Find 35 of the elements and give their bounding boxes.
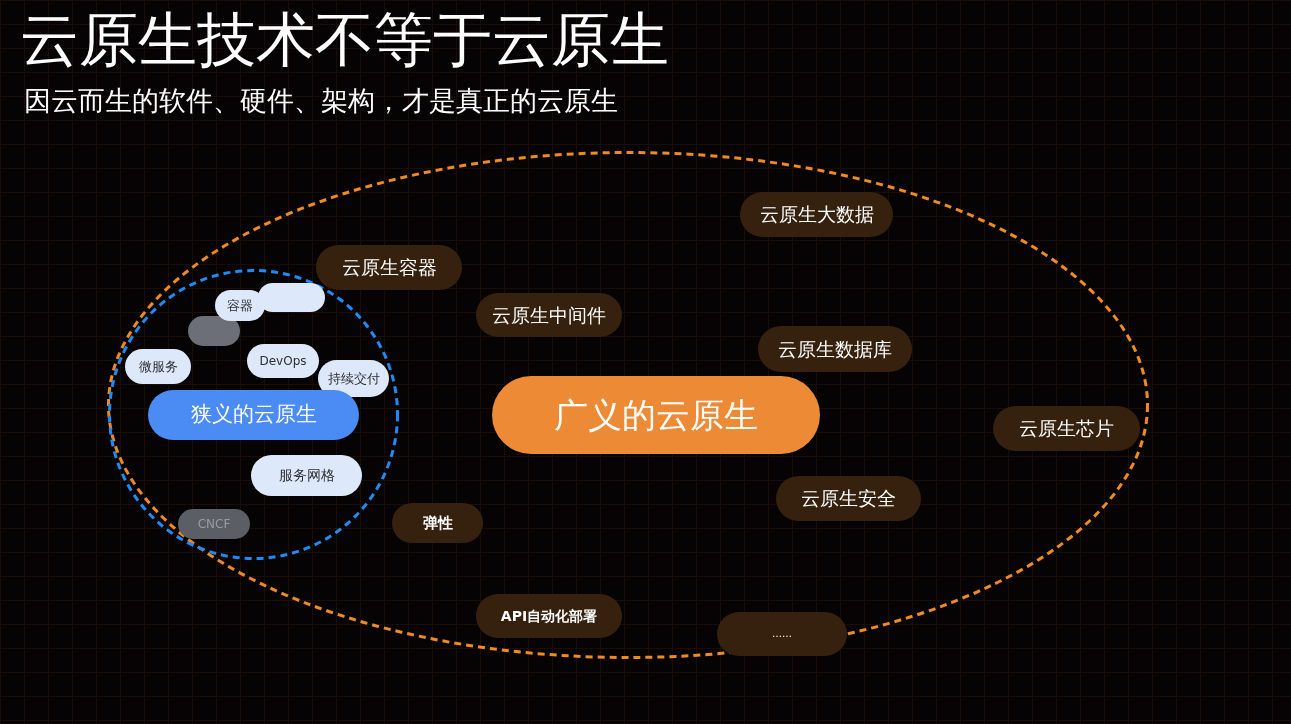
pill-label: 云原生大数据: [759, 203, 874, 226]
pill-label: 云原生容器: [341, 256, 437, 279]
topic-pill: [476, 594, 622, 638]
tag-pill: [178, 509, 250, 539]
pill-label: 云原生数据库: [778, 337, 892, 361]
pill-label: 狭义的云原生: [190, 402, 317, 428]
topic-pill: [776, 476, 921, 521]
slide-title: 云原生技术不等于云原生: [20, 6, 669, 74]
pill-label: 服务网格: [278, 467, 335, 484]
topic-pill: [993, 406, 1140, 451]
topic-pill: [476, 293, 622, 337]
pill-label: DevOps: [259, 353, 307, 369]
topic-pill: [740, 192, 893, 237]
pill-label: ……: [772, 628, 792, 640]
topic-pill: [717, 612, 847, 656]
slide-subtitle: 因云而生的软件、硬件、架构，才是真正的云原生: [24, 84, 618, 118]
tag-pill: [251, 455, 362, 496]
pill-label: 广义的云原生: [554, 394, 758, 436]
pill-label: 云原生芯片: [1019, 417, 1114, 440]
sub-concept-pill: [148, 390, 359, 440]
tag-pill: [125, 349, 191, 384]
pill-label: 云原生安全: [801, 487, 896, 510]
topic-pill: [392, 503, 483, 543]
main-concept-pill: [492, 376, 820, 454]
pill-label: 微服务: [138, 358, 178, 375]
pill-label: 云原生中间件: [492, 303, 606, 327]
topic-pill: [316, 245, 462, 290]
pill-label: 弹性: [422, 514, 453, 532]
pill-label: 容器: [227, 297, 253, 314]
topic-pill: [758, 326, 912, 372]
tag-pill: [247, 344, 319, 378]
pill-label: CNCF: [197, 516, 231, 532]
pill-label: 持续交付: [327, 370, 380, 387]
pill-label: API自动化部署: [500, 607, 598, 625]
dashed-ellipse: [107, 151, 1149, 659]
